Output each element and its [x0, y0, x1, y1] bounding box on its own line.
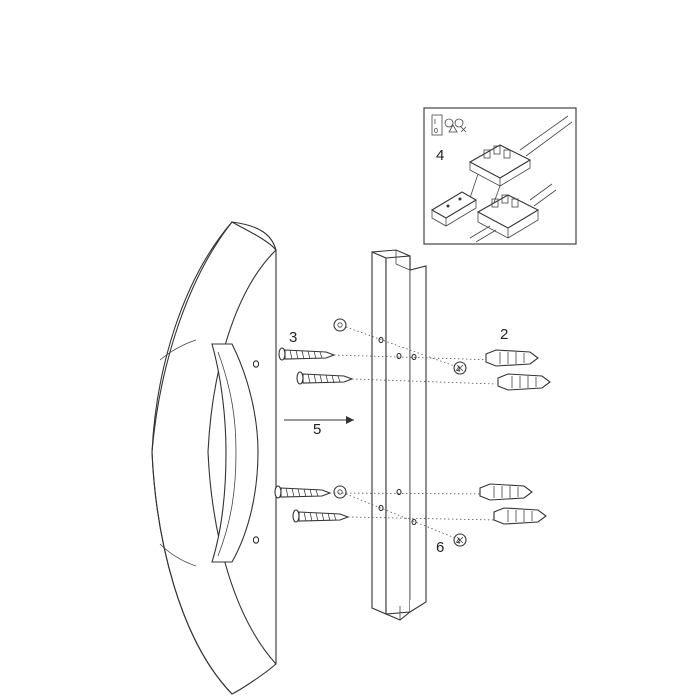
symbol-on: I — [434, 119, 436, 126]
screw-head-label-bottom: 4 — [456, 537, 461, 546]
inset-frame — [423, 107, 577, 245]
diffuser-rim — [211, 343, 259, 563]
shade-hole-top — [252, 360, 260, 368]
symbol-off: 0 — [434, 128, 438, 135]
long-screw-4 — [292, 509, 497, 523]
wall-plug-1 — [485, 349, 539, 367]
wall-plug-2 — [497, 373, 551, 391]
callout-5-direction: 5 — [313, 421, 321, 438]
luminaire-terminal-icon — [469, 183, 557, 243]
callout-3-screws: 3 — [289, 329, 297, 346]
bracket-hole-6 — [411, 518, 417, 526]
bracket-hole-3 — [411, 353, 417, 361]
terminal-block-icon — [468, 144, 532, 209]
bracket-hole-2 — [396, 352, 402, 360]
callout-4-wiring: 4 — [436, 147, 444, 164]
long-screw-1 — [278, 347, 497, 361]
bracket-hole-1 — [378, 336, 384, 344]
safety-symbols-icon: I 0 — [431, 114, 467, 136]
bracket-hole-4 — [396, 488, 402, 496]
bracket-hole-5 — [378, 504, 384, 512]
long-screw-2 — [296, 371, 497, 385]
mount-direction-arrow-icon — [284, 416, 354, 424]
luminaire-shade — [151, 221, 277, 695]
callout-2-wall-plugs: 2 — [500, 326, 508, 343]
connector-box-icon — [430, 191, 478, 227]
supply-cable-icon — [519, 115, 573, 157]
wall-plug-4 — [493, 507, 547, 525]
mounting-bracket — [371, 249, 427, 621]
shade-hole-bottom — [252, 536, 260, 544]
small-screw-top — [333, 318, 467, 375]
wiring-inset: I 0 4 — [423, 107, 577, 245]
wall-plug-3 — [479, 483, 533, 501]
screw-head-label-top: 4 — [456, 365, 461, 374]
long-screw-3 — [274, 485, 491, 499]
small-screw-bottom — [333, 485, 467, 547]
callout-6-fixing: 6 — [436, 539, 444, 556]
